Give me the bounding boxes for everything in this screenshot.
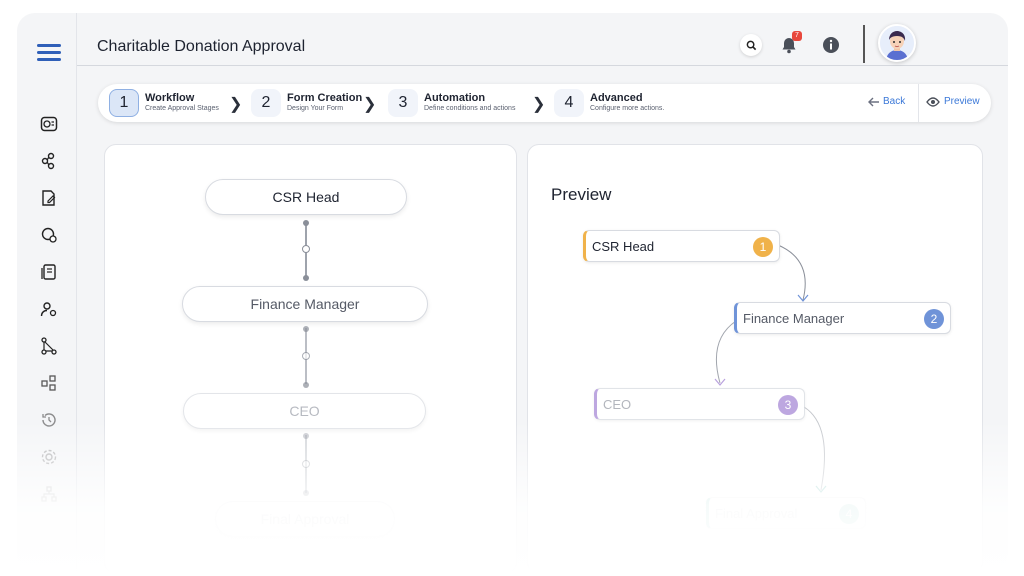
step-subtitle: Design Your Form bbox=[287, 105, 344, 112]
org-chart-icon[interactable] bbox=[39, 484, 59, 504]
step-number: 2 bbox=[251, 89, 281, 117]
preview-button[interactable]: Preview bbox=[926, 96, 980, 107]
chevron-right-icon: ❯ bbox=[532, 96, 546, 113]
stage-csr-head[interactable]: CSR Head bbox=[205, 179, 407, 215]
back-button[interactable]: Back bbox=[868, 96, 905, 107]
stepper-divider bbox=[918, 84, 919, 122]
preview-label: Preview bbox=[944, 96, 980, 107]
preview-node-number: 1 bbox=[753, 237, 773, 257]
preview-title: Preview bbox=[551, 185, 612, 204]
stage-finance-manager[interactable]: Finance Manager bbox=[182, 286, 428, 322]
modules-icon[interactable] bbox=[39, 373, 59, 393]
settings-user-icon[interactable] bbox=[39, 225, 59, 245]
preview-node-number: 4 bbox=[839, 504, 859, 524]
page-title: Charitable Donation Approval bbox=[97, 38, 306, 55]
preview-node-label: Finance Manager bbox=[743, 310, 845, 326]
connector-dot bbox=[303, 326, 309, 332]
add-stage-icon[interactable] bbox=[302, 352, 310, 360]
add-stage-icon[interactable] bbox=[302, 460, 310, 468]
stage-ceo[interactable]: CEO bbox=[183, 393, 426, 429]
sidebar bbox=[17, 13, 77, 573]
preview-node-finance-manager[interactable]: Finance Manager 2 bbox=[734, 302, 951, 334]
step-number: 4 bbox=[554, 89, 584, 117]
step-automation[interactable]: 3 Automation Define conditions and actio… bbox=[388, 89, 515, 117]
step-advanced[interactable]: 4 Advanced Configure more actions. bbox=[554, 89, 664, 117]
connector-dot bbox=[303, 382, 309, 388]
preview-node-number: 3 bbox=[778, 395, 798, 415]
chevron-right-icon: ❯ bbox=[363, 96, 377, 113]
step-number: 3 bbox=[388, 89, 418, 117]
step-form-creation[interactable]: 2 Form Creation Design Your Form bbox=[251, 89, 362, 117]
preview-node-ceo[interactable]: CEO 3 bbox=[594, 388, 805, 420]
arrow-left-icon bbox=[868, 97, 879, 106]
step-title: Automation bbox=[424, 92, 486, 104]
workflow-icon[interactable] bbox=[39, 151, 59, 171]
header-vertical-divider bbox=[863, 25, 865, 63]
user-avatar[interactable] bbox=[878, 24, 916, 62]
users-settings-icon[interactable] bbox=[39, 299, 59, 319]
hamburger-menu-icon[interactable] bbox=[37, 44, 61, 62]
search-icon bbox=[740, 34, 762, 56]
chevron-right-icon: ❯ bbox=[229, 96, 243, 113]
preview-node-number: 2 bbox=[924, 309, 944, 329]
step-subtitle: Create Approval Stages bbox=[145, 105, 219, 112]
step-subtitle: Configure more actions. bbox=[590, 105, 665, 112]
app-window: Charitable Donation Approval 7 1 Workflo… bbox=[17, 13, 1008, 573]
workflow-builder-panel: CSR Head Finance Manager CEO Final Appro… bbox=[104, 144, 517, 573]
dashboard-icon[interactable] bbox=[39, 114, 59, 134]
hierarchy-icon[interactable] bbox=[39, 336, 59, 356]
step-subtitle: Define conditions and actions bbox=[424, 105, 516, 112]
connector-dot bbox=[303, 433, 309, 439]
step-title: Workflow bbox=[145, 92, 195, 104]
bell-icon bbox=[782, 38, 796, 54]
step-number: 1 bbox=[109, 89, 139, 117]
notification-badge: 7 bbox=[792, 31, 802, 41]
documents-icon[interactable] bbox=[39, 262, 59, 282]
add-stage-icon[interactable] bbox=[302, 245, 310, 253]
connector-dot bbox=[303, 490, 309, 496]
step-workflow[interactable]: 1 Workflow Create Approval Stages bbox=[109, 89, 219, 117]
eye-icon bbox=[926, 96, 940, 107]
history-icon[interactable] bbox=[39, 410, 59, 430]
back-label: Back bbox=[883, 96, 906, 107]
form-edit-icon[interactable] bbox=[39, 188, 59, 208]
notifications-button[interactable]: 7 bbox=[777, 31, 802, 57]
connector-dot bbox=[303, 220, 309, 226]
preview-node-label: CSR Head bbox=[592, 238, 655, 254]
preview-node-final-approval[interactable]: Final Approval 4 bbox=[706, 497, 866, 529]
header-divider bbox=[77, 65, 1008, 66]
preview-panel: Preview CSR Head 1 Finance Manager 2 CEO… bbox=[527, 144, 983, 573]
preview-node-csr-head[interactable]: CSR Head 1 bbox=[583, 230, 780, 262]
info-button[interactable] bbox=[819, 33, 843, 57]
connector-dot bbox=[303, 275, 309, 281]
step-title: Advanced bbox=[590, 92, 643, 104]
step-title: Form Creation bbox=[287, 92, 363, 104]
preview-node-label: CEO bbox=[603, 396, 632, 412]
gear-icon[interactable] bbox=[39, 447, 59, 467]
search-button[interactable] bbox=[739, 33, 763, 57]
preview-node-label: Final Approval bbox=[715, 505, 798, 521]
info-icon bbox=[823, 37, 839, 53]
stage-final-approval[interactable]: Final Approval bbox=[215, 501, 395, 537]
wizard-stepper: 1 Workflow Create Approval Stages ❯ 2 Fo… bbox=[98, 84, 991, 122]
